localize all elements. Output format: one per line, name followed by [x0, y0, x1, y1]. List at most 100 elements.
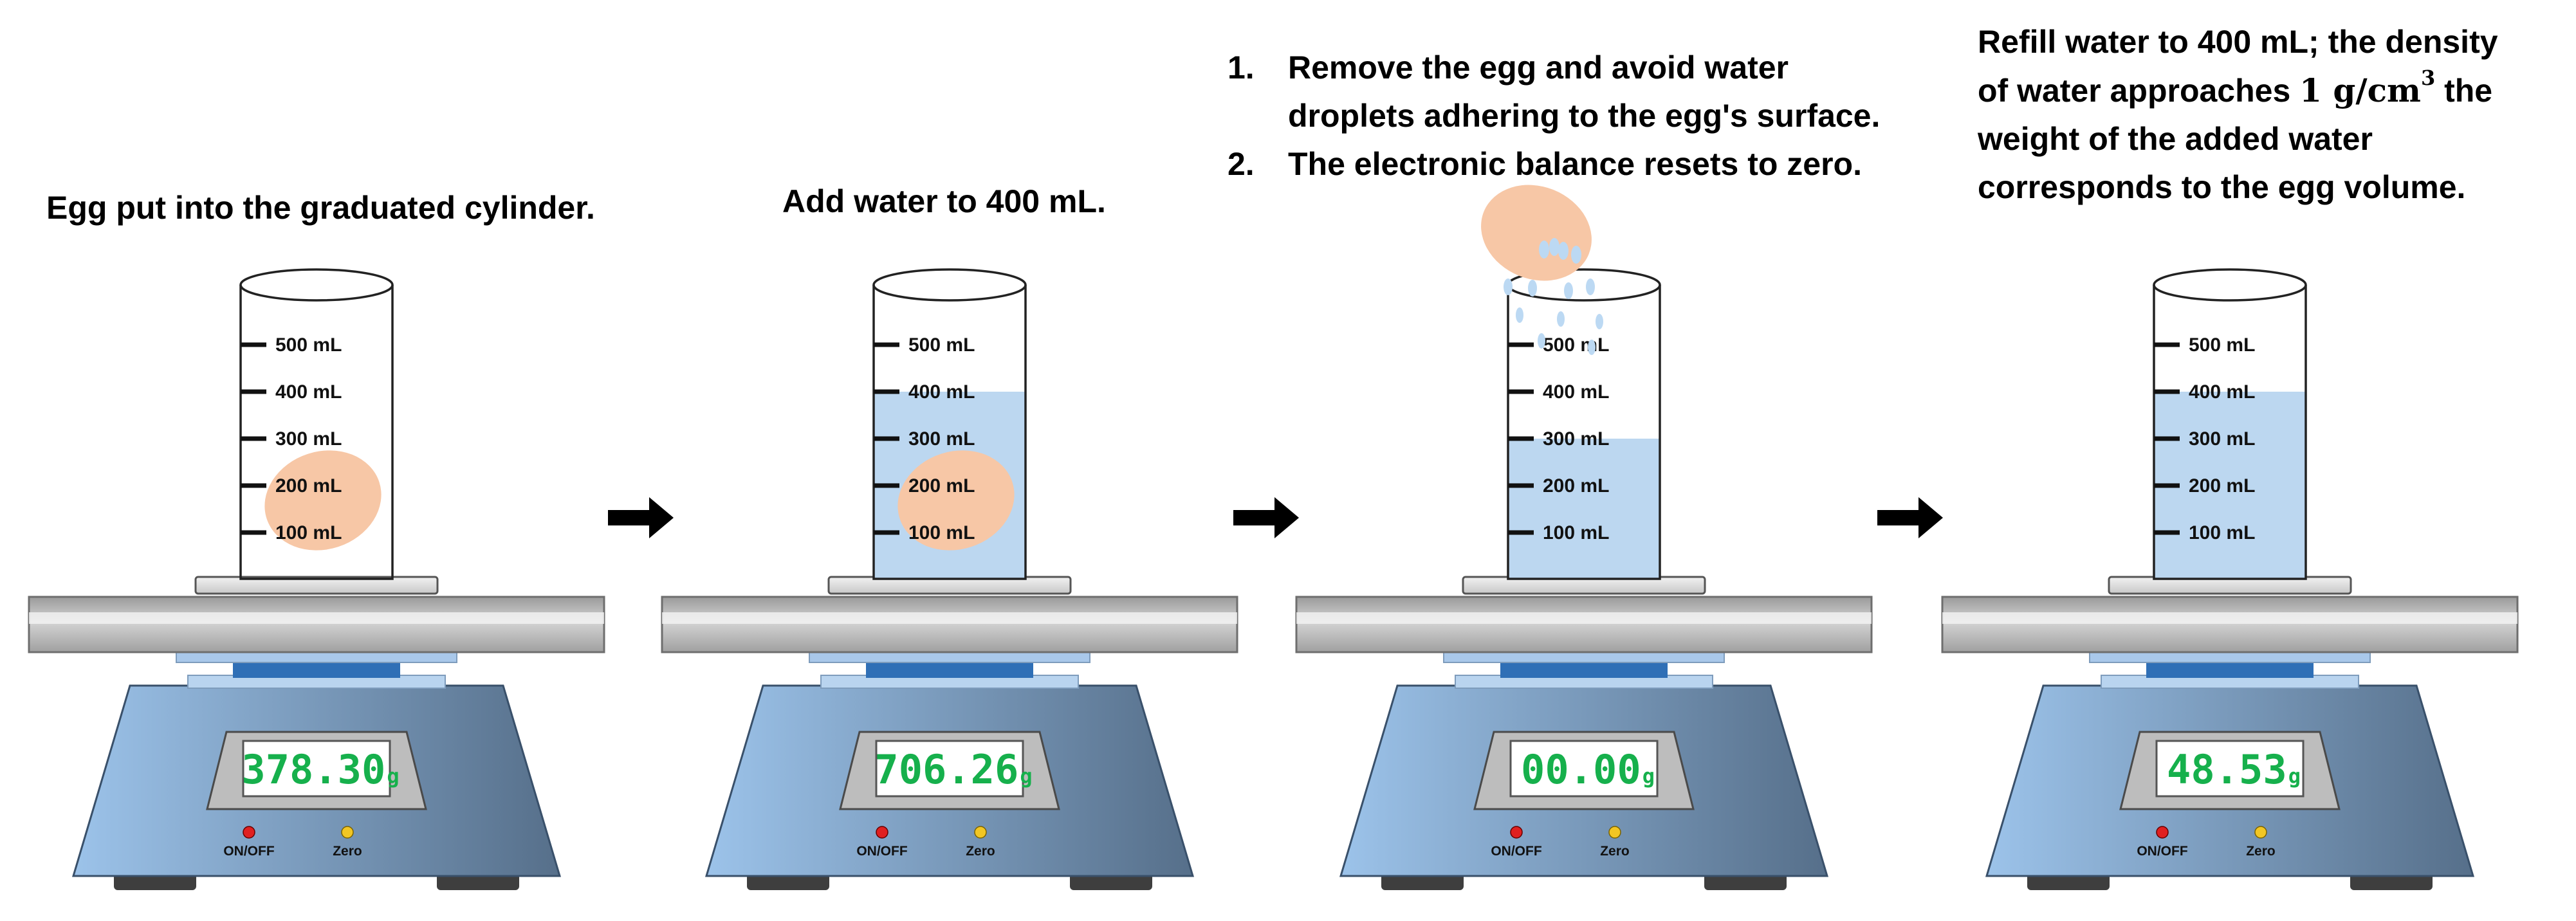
balance-foot-right	[1070, 873, 1152, 890]
step-4-line-4: corresponds to the egg volume.	[1978, 169, 2466, 205]
step-3-item-1-line-1: Remove the egg and avoid water	[1288, 50, 1789, 86]
water-droplet	[1549, 238, 1559, 256]
power-button-label: ON/OFF	[2137, 844, 2187, 859]
density-math: 1 g/cm	[2299, 71, 2421, 109]
graduation-label: 300 mL	[275, 428, 342, 450]
zero-button-label: Zero	[1600, 844, 1630, 859]
water-droplet	[1539, 241, 1549, 259]
balance-tray	[661, 596, 1238, 653]
zero-button-icon	[974, 826, 987, 839]
water-droplet	[1528, 280, 1537, 296]
graduation-label: 400 mL	[908, 381, 975, 403]
graduation-label: 100 mL	[908, 522, 975, 543]
graduation-label: 300 mL	[908, 428, 975, 450]
cylinder-rim	[2153, 268, 2307, 302]
balance-foot-left	[747, 873, 829, 890]
power-button-icon	[2156, 826, 2169, 839]
power-button-label: ON/OFF	[856, 844, 907, 859]
cylinder-base-plate	[194, 576, 439, 595]
water-droplet	[1564, 282, 1573, 299]
water-droplet	[1558, 242, 1569, 260]
arrow-right-icon	[1233, 497, 1299, 538]
step-4-line-1: Refill water to 400 mL; the density	[1978, 24, 2498, 60]
graduation-label: 200 mL	[1543, 475, 1609, 497]
balance-neck-block	[2146, 661, 2314, 678]
weight-reading-1: 378.30g	[241, 746, 399, 793]
power-button-label: ON/OFF	[223, 844, 274, 859]
power-button-icon	[876, 826, 888, 839]
step-3-item-2-line-1: The electronic balance resets to zero.	[1288, 146, 1862, 182]
zero-button-icon	[2254, 826, 2267, 839]
weight-unit: g	[1642, 764, 1655, 789]
zero-button-label: Zero	[2246, 844, 2276, 859]
graduated-cylinder	[872, 285, 1027, 580]
balance-foot-left	[1381, 873, 1464, 890]
egg-icon	[897, 450, 1015, 551]
caption-step-1: Egg put into the graduated cylinder.	[46, 190, 595, 226]
graduation-label: 200 mL	[2189, 475, 2255, 497]
step-4-line-2-pre: of water approaches	[1978, 73, 2300, 109]
graduated-cylinder	[2153, 285, 2307, 580]
water-droplets-icon	[1504, 238, 1603, 355]
graduation-label: 100 mL	[1543, 522, 1609, 543]
weight-unit: g	[1020, 764, 1032, 789]
balance-foot-right	[437, 873, 519, 890]
graduation-label: 500 mL	[275, 334, 342, 356]
power-button-icon	[243, 826, 255, 839]
arrow-shape	[1233, 497, 1299, 538]
water-droplet	[1586, 278, 1595, 295]
water-droplet	[1538, 333, 1545, 349]
graduation-label: 100 mL	[275, 522, 342, 543]
graduation-label: 100 mL	[2189, 522, 2255, 543]
zero-button-label: Zero	[333, 844, 362, 859]
weight-reading-3: 00.00g	[1521, 746, 1655, 793]
water-droplet	[1588, 340, 1596, 355]
graduated-cylinder	[239, 285, 394, 580]
weight-reading-2: 706.26g	[874, 746, 1032, 793]
balance-neck-block	[1500, 661, 1668, 678]
step-3-item-1-number: 1.	[1228, 50, 1255, 86]
graduation-label: 400 mL	[2189, 381, 2255, 403]
density-exponent: 3	[2420, 66, 2436, 90]
step-3-item-1-line-2: droplets adhering to the egg's surface.	[1288, 98, 1881, 134]
arrow-right-icon	[608, 497, 674, 538]
water-fill	[1508, 439, 1660, 579]
water-droplet	[1516, 307, 1523, 323]
density-value: 1 g/cm3	[2299, 68, 2435, 109]
caption-step-2: Add water to 400 mL.	[782, 183, 1106, 219]
water-droplet	[1504, 278, 1513, 295]
balance-foot-right	[1704, 873, 1787, 890]
balance-tray	[1295, 596, 1873, 653]
arrow-shape	[608, 497, 674, 538]
arrow-shape	[1877, 497, 1943, 538]
graduation-label: 400 mL	[275, 381, 342, 403]
step-4-line-2-post: the	[2435, 73, 2493, 109]
graduated-cylinder	[1507, 285, 1661, 580]
graduation-label: 500 mL	[1543, 334, 1609, 356]
weight-unit: g	[2288, 764, 2301, 789]
balance-neck-block	[233, 661, 400, 678]
balance-tray-highlight	[29, 612, 604, 624]
balance-tray-highlight	[662, 612, 1237, 624]
graduation-label: 200 mL	[908, 475, 975, 497]
power-button-icon	[1510, 826, 1523, 839]
display-screen	[2155, 740, 2305, 798]
arrow-right-icon	[1877, 497, 1943, 538]
water-droplet	[1571, 246, 1581, 264]
caption-step-3-list: 1. Remove the egg and avoid water drople…	[1228, 44, 1880, 188]
step-3-item-2-number: 2.	[1228, 146, 1255, 182]
step-3-item-2: 2. The electronic balance resets to zero…	[1228, 140, 1880, 188]
balance-tray-highlight	[1296, 612, 1872, 624]
power-button-label: ON/OFF	[1491, 844, 1541, 859]
egg-icon	[264, 450, 382, 551]
display-screen	[242, 740, 391, 798]
water-droplet	[1557, 311, 1565, 327]
caption-step-4: Refill water to 400 mL; the density of w…	[1978, 18, 2498, 212]
weight-unit: g	[387, 764, 399, 789]
